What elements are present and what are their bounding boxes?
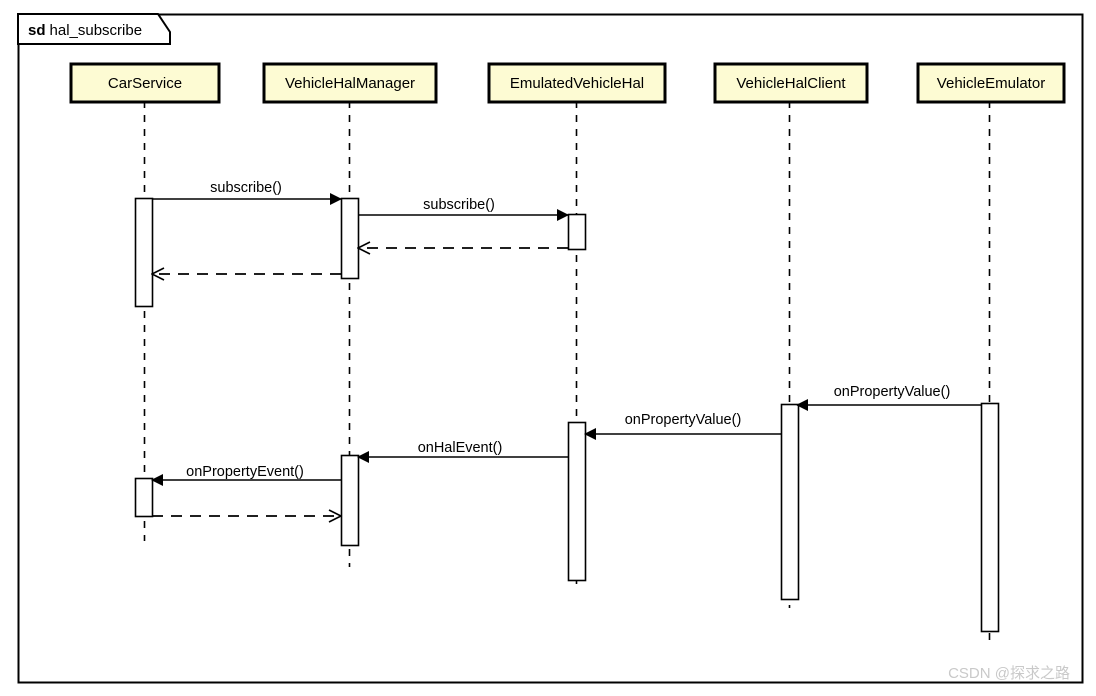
lifeline-emulatedvehiclehal[interactable]: EmulatedVehicleHal: [487, 62, 667, 588]
message-label-msg-onpropertyevent: onPropertyEvent(): [186, 464, 304, 480]
message-label-msg-subscribe-2: subscribe(): [423, 197, 495, 213]
message-msg-onpropertyvalue-2[interactable]: onPropertyValue(): [584, 412, 781, 440]
message-label-msg-onpropertyvalue-2: onPropertyValue(): [625, 412, 742, 428]
lifelines-layer: CarService VehicleHalManager EmulatedVehic…: [69, 62, 1066, 640]
message-label-msg-subscribe-1: subscribe(): [210, 180, 282, 196]
message-label-msg-onpropertyvalue-1: onPropertyValue(): [834, 384, 951, 400]
lifeline-label-emulatedvehiclehal: EmulatedVehicleHal: [510, 75, 644, 92]
lifeline-label-carservice: CarService: [108, 75, 182, 92]
frame-name: hal_subscribe: [50, 22, 143, 39]
messages-layer: subscribe() subscribe() onPropertyValue() o…: [151, 180, 981, 516]
lifeline-box-vehicleemulator[interactable]: [916, 62, 1066, 104]
lifeline-vehiclehalclient[interactable]: VehicleHalClient: [713, 62, 869, 608]
frame-tab: [17, 13, 171, 45]
message-msg-subscribe-1[interactable]: subscribe(): [152, 180, 342, 205]
lifeline-label-vehiclehalclient: VehicleHalClient: [736, 75, 846, 92]
activation-bar-vehiclehalclient[interactable]: [780, 403, 800, 601]
message-msg-onpropertyvalue-1[interactable]: onPropertyValue(): [796, 384, 981, 411]
lifeline-box-vehiclehalmanager[interactable]: [262, 62, 438, 104]
message-msg-subscribe-2[interactable]: subscribe(): [358, 197, 569, 221]
lifeline-box-carservice[interactable]: [69, 62, 221, 104]
activation-bar-carservice[interactable]: [134, 477, 154, 518]
frame-keyword: sd: [28, 22, 46, 39]
message-label-msg-onhalevent: onHalEvent(): [418, 440, 503, 456]
lifeline-label-vehicleemulator: VehicleEmulator: [937, 75, 1045, 92]
message-msg-onhalevent[interactable]: onHalEvent(): [357, 440, 568, 463]
activation-bar-vehicleemulator[interactable]: [980, 402, 1000, 633]
csdn-watermark: CSDN @探求之路: [948, 665, 1070, 682]
lifeline-box-emulatedvehiclehal[interactable]: [487, 62, 667, 104]
lifeline-label-vehiclehalmanager: VehicleHalManager: [285, 75, 415, 92]
lifeline-box-vehiclehalclient[interactable]: [713, 62, 869, 104]
activation-bar-emulatedvehiclehal[interactable]: [567, 213, 587, 251]
activation-bar-emulatedvehiclehal[interactable]: [567, 421, 587, 582]
lifeline-carservice[interactable]: CarService: [69, 62, 221, 541]
activations-layer: [134, 197, 1000, 633]
lifeline-vehiclehalmanager[interactable]: VehicleHalManager: [262, 62, 438, 567]
activation-bar-vehiclehalmanager[interactable]: [340, 454, 360, 547]
activation-bar-vehiclehalmanager[interactable]: [340, 197, 360, 280]
message-msg-onpropertyevent[interactable]: onPropertyEvent(): [151, 464, 341, 486]
frame-border: [17, 13, 1084, 684]
activation-bar-carservice[interactable]: [134, 197, 154, 308]
